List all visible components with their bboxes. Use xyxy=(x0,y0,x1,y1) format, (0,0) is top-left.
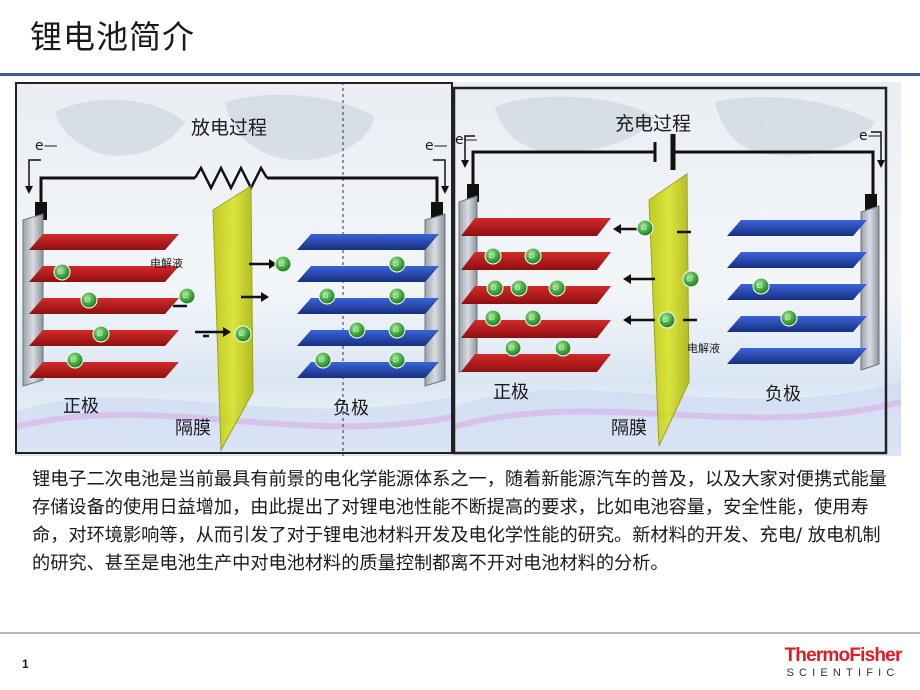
discharge-wire xyxy=(39,176,195,204)
charge-li-ion-12 xyxy=(658,311,676,329)
discharge-li-ion-8 xyxy=(318,287,336,305)
discharge-li-ion-6 xyxy=(234,325,252,343)
charge-li-ion-label: Li xyxy=(489,315,494,322)
slide-title: 锂电池简介 xyxy=(30,18,196,56)
discharge-li-ion-3 xyxy=(92,325,110,343)
discharge-li-ion-label: Li xyxy=(353,327,358,334)
charge-li-ion-11 xyxy=(682,270,700,288)
charge-li-ion-5 xyxy=(548,279,566,297)
discharge-li-ion-label: Li xyxy=(319,357,324,364)
charge-electron-right: e— xyxy=(859,128,882,144)
discharge-electrolyte-label: 电解液 xyxy=(150,256,183,270)
charge-cathode-label: 正极 xyxy=(493,382,529,403)
discharge-li-ion-11 xyxy=(388,255,406,273)
discharge-li-ion-label: Li xyxy=(239,331,244,338)
charge-li-ion-9 xyxy=(554,339,572,357)
charge-li-ion-label: Li xyxy=(529,253,534,260)
charge-li-ion-1 xyxy=(484,247,502,265)
discharge-cathode-label: 正极 xyxy=(63,396,99,417)
discharge-li-ion-5 xyxy=(178,287,196,305)
discharge-li-ion-label: Li xyxy=(97,331,102,338)
footer-divider xyxy=(0,632,920,634)
discharge-electron-right: e— xyxy=(425,138,448,154)
discharge-li-ion-10 xyxy=(314,351,332,369)
charge-li-ion-6 xyxy=(484,309,502,327)
world-map-background xyxy=(55,94,875,161)
discharge-li-ion-4 xyxy=(66,351,84,369)
charge-wire xyxy=(471,150,655,184)
discharge-li-ion-label: Li xyxy=(279,261,284,268)
discharge-li-ion-12 xyxy=(388,287,406,305)
charge-title: 充电过程 xyxy=(615,113,691,135)
charge-electron-left: e— xyxy=(455,132,478,148)
discharge-electron-left: e— xyxy=(35,138,58,154)
charge-li-ion-13 xyxy=(752,277,770,295)
page-number: 1 xyxy=(22,657,29,671)
charge-li-ion-label: Li xyxy=(663,317,668,324)
charge-li-ion-3 xyxy=(486,279,504,297)
discharge-li-ion-label: Li xyxy=(393,293,398,300)
charge-electrolyte-label: 电解液 xyxy=(687,341,720,355)
company-logo: ThermoFisher SCIENTIFIC xyxy=(778,646,908,680)
charge-li-ion-14 xyxy=(780,309,798,327)
charge-li-ion-label: Li xyxy=(757,283,762,290)
charge-li-ion-4 xyxy=(510,279,528,297)
discharge-separator xyxy=(212,185,254,452)
charge-anode-label: 负极 xyxy=(765,384,801,405)
discharge-li-ion-1 xyxy=(53,263,71,281)
charge-li-ion-7 xyxy=(524,309,542,327)
discharge-title: 放电过程 xyxy=(191,117,267,139)
discharge-li-ion-label: Li xyxy=(85,297,90,304)
discharge-li-ion-label: Li xyxy=(393,261,398,268)
charge-li-ion-label: Li xyxy=(529,315,534,322)
discharge-li-ion-7 xyxy=(274,255,292,273)
logo-wordmark: ThermoFisher xyxy=(784,645,902,666)
discharge-panel-border xyxy=(15,82,453,454)
charge-anode-collector xyxy=(860,205,880,371)
charge-li-ion-label: Li xyxy=(515,285,520,292)
charge-panel-border xyxy=(452,86,888,455)
discharge-resistor xyxy=(193,165,269,191)
discharge-li-ion-14 xyxy=(388,351,406,369)
logo-subtitle: SCIENTIFIC xyxy=(786,667,900,679)
charge-li-ion-label: Li xyxy=(553,285,558,292)
charge-li-ion-label: Li xyxy=(489,253,494,260)
charge-separator-label: 隔膜 xyxy=(611,418,647,439)
charge-li-ion-10 xyxy=(636,219,654,237)
discharge-separator-label: 隔膜 xyxy=(175,418,211,439)
intro-paragraph: 锂电子二次电池是当前最具有前景的电化学能源体系之一，随着新能源汽车的普及，以及大… xyxy=(32,469,887,574)
charge-li-ion-label: Li xyxy=(509,345,514,352)
discharge-li-ion-label: Li xyxy=(71,357,76,364)
charge-li-ion-label: Li xyxy=(559,345,564,352)
discharge-li-ion-label: Li xyxy=(393,357,398,364)
charge-li-ion-2 xyxy=(524,247,542,265)
charge-li-ion-label: Li xyxy=(687,276,692,283)
discharge-li-ion-label: Li xyxy=(393,327,398,334)
battery-diagram: 放电过程 e— e— xyxy=(15,82,901,456)
discharge-anode-label: 负极 xyxy=(333,398,369,419)
discharge-li-ion-9 xyxy=(348,321,366,339)
discharge-diagram: 放电过程 e— e— xyxy=(22,117,449,452)
charge-li-ion-label: Li xyxy=(491,285,496,292)
charge-li-ion-label: Li xyxy=(785,315,790,322)
discharge-li-ion-label: Li xyxy=(58,269,63,276)
charge-diagram: 充电过程 e— e— xyxy=(455,113,885,447)
charge-li-ion-label: Li xyxy=(641,225,646,232)
title-divider xyxy=(0,73,920,76)
charge-separator xyxy=(648,173,690,447)
discharge-ion-arrows xyxy=(195,259,277,337)
discharge-li-ion-2 xyxy=(80,291,98,309)
discharge-li-ion-label: Li xyxy=(323,293,328,300)
discharge-li-ion-label: Li xyxy=(183,293,188,300)
discharge-li-ion-13 xyxy=(388,321,406,339)
charge-li-ion-8 xyxy=(504,339,522,357)
